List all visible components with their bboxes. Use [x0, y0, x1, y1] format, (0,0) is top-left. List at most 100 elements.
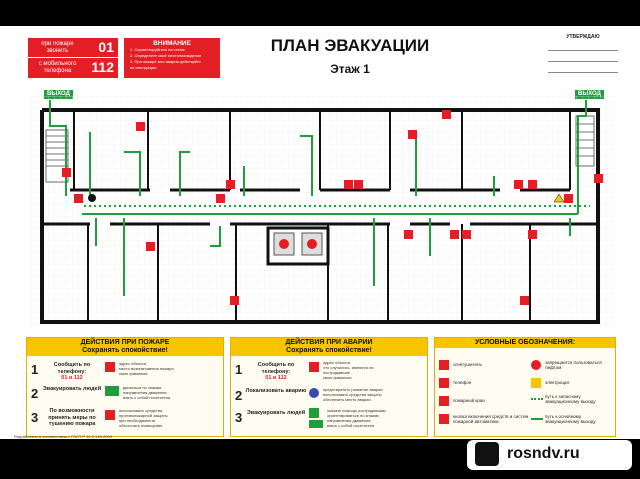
bullet: свою фамилию: [119, 371, 148, 376]
bullet: оказать помощь пострадавшим: [327, 408, 386, 413]
legend-label: запрещается пользоваться лифтом: [545, 360, 602, 370]
fire-extinguisher-icon: [408, 130, 417, 139]
attention-title: ВНИМАНИЕ: [153, 40, 191, 47]
bullet: адрес объекта: [119, 361, 147, 366]
bullet: место возникновения пожара: [119, 366, 174, 371]
room-partitions: [73, 110, 571, 322]
accident-panel-subtitle: Сохранять спокойствие!: [286, 347, 372, 354]
step-number: 3: [235, 410, 243, 425]
approval-block: УТВЕРЖДАЮ: [548, 34, 618, 73]
legend-label: путь к основному эвакуационному выходу: [545, 414, 596, 424]
fire-extinguisher-icon: [462, 230, 471, 239]
phone-icon: [105, 362, 115, 372]
bullet: направления движения: [123, 390, 167, 395]
bullet: свою фамилию: [323, 375, 352, 380]
step-number: 1: [235, 362, 243, 377]
signature-line: [548, 43, 618, 51]
legend-label: огнетушитель: [453, 362, 482, 367]
floor-plan: [30, 96, 614, 328]
exit-icon: [105, 386, 119, 396]
fire-hydrant-icon: [439, 396, 449, 406]
watermark-text: rosndv.ru: [507, 445, 580, 462]
step-text: Эвакуировать людей: [246, 410, 306, 416]
accident-actions-panel: ДЕЙСТВИЯ ПРИ АВАРИИ Сохранять спокойстви…: [230, 337, 428, 437]
bullet: двигаться по знакам: [123, 385, 161, 390]
legend-label: телефон: [453, 380, 472, 385]
bullet: противопожарной защиты: [119, 413, 168, 418]
no-elevator-icon: [531, 360, 541, 370]
outer-walls: [40, 108, 600, 324]
mobile-call-number: 112: [91, 59, 114, 75]
attention-line: 3. При пожаре или аварии действуйте: [130, 59, 201, 64]
fire-call-number: 01: [98, 39, 114, 55]
first-aid-icon: [309, 408, 319, 418]
bullet: использовать средства защиты: [323, 392, 382, 397]
no-elevator-icon: [279, 239, 289, 249]
fire-call-label: при пожаре звонить: [41, 41, 74, 54]
footer-note: Разработано в соответствии с ГОСТ Р 12.2…: [14, 434, 113, 439]
step-number: 2: [235, 388, 243, 403]
floor-label: Этаж 1: [330, 62, 370, 76]
bullet: при необходимости: [119, 418, 156, 423]
phone-icon: [439, 378, 449, 388]
no-elevator-icon: [307, 239, 317, 249]
attention-box: ВНИМАНИЕ 1. Сориентируйтесь на схеме 2. …: [124, 38, 220, 78]
fire-extinguisher-icon: [62, 168, 71, 177]
step-number: 3: [31, 410, 39, 425]
bullet: взять с собой посетителя: [123, 395, 171, 400]
step-text: Сообщить по телефону:: [53, 362, 91, 375]
divider: [28, 57, 118, 58]
bullet: адрес объекта: [323, 360, 351, 365]
bullet: предотвратить развитие аварии: [323, 387, 383, 392]
fire-actions-panel: ДЕЙСТВИЯ ПРИ ПОЖАРЕ Сохранять спокойстви…: [26, 337, 224, 437]
watermark-logo: rosndv.ru: [467, 440, 632, 470]
fire-extinguisher-icon: [230, 296, 239, 305]
accident-panel-title: ДЕЙСТВИЯ ПРИ АВАРИИ: [285, 339, 373, 346]
fire-hydrant-icon: [216, 194, 225, 203]
bullet: обеспечить место аварии: [323, 397, 371, 402]
phone-icon: [146, 242, 155, 251]
bullet: что случилось, имеются ли: [323, 365, 374, 370]
phone-icon: [520, 296, 529, 305]
emergency-call-box: при пожаре звонить 01 с мобильного телеф…: [28, 38, 118, 78]
bullet: пострадавшие: [323, 370, 351, 375]
fire-panel-title: ДЕЙСТВИЯ ПРИ ПОЖАРЕ: [80, 339, 170, 346]
electric-panel-icon: [553, 193, 565, 203]
corridor-walls: [42, 188, 598, 226]
bullet: направления движения: [327, 418, 371, 423]
attention-line: 1. Сориентируйтесь на схеме: [130, 47, 185, 52]
fire-extinguisher-icon: [226, 180, 235, 189]
top-black-bar: [0, 0, 640, 26]
spare-route-icon: [531, 398, 543, 402]
approve-label: УТВЕРЖДАЮ: [566, 34, 600, 40]
step-text: По возможности принять меры по тушению п…: [48, 408, 96, 427]
phone-icon: [309, 362, 319, 372]
fire-extinguisher-icon: [105, 410, 115, 420]
step-number: 1: [31, 362, 39, 377]
main-route-icon: [531, 418, 543, 420]
step-text: Эвакуировать людей: [42, 386, 102, 392]
phone-icon: [442, 110, 451, 119]
exit-sign-right: ВЫХОД: [575, 90, 604, 99]
fire-panel-subtitle: Сохранять спокойствие!: [82, 347, 168, 354]
legend-label: пожарный кран: [453, 398, 485, 403]
legend-label: электрощит: [545, 380, 570, 385]
fire-extinguisher-icon: [439, 360, 449, 370]
phone-icon: [136, 122, 145, 131]
bullet: обесточить помещение: [119, 423, 163, 428]
you-are-here-marker: [88, 194, 96, 202]
fire-extinguisher-icon: [528, 180, 537, 189]
step-number: 2: [31, 386, 39, 401]
bullet: использовать средства: [119, 408, 163, 413]
legend-panel: УСЛОВНЫЕ ОБОЗНАЧЕНИЯ: огнетушитель запре…: [434, 337, 616, 437]
alarm-button-icon: [564, 194, 573, 203]
phone-icon: [514, 180, 523, 189]
phone-icon: [344, 180, 353, 189]
page-title: ПЛАН ЭВАКУАЦИИ: [270, 36, 430, 55]
alarm-button-icon: [439, 414, 449, 424]
electric-panel-icon: [531, 378, 541, 388]
step-phone: 01 и 112: [265, 375, 287, 381]
fire-hydrant-icon: [74, 194, 83, 203]
protection-icon: [309, 388, 319, 398]
exit-sign-left: ВЫХОД: [44, 90, 73, 99]
